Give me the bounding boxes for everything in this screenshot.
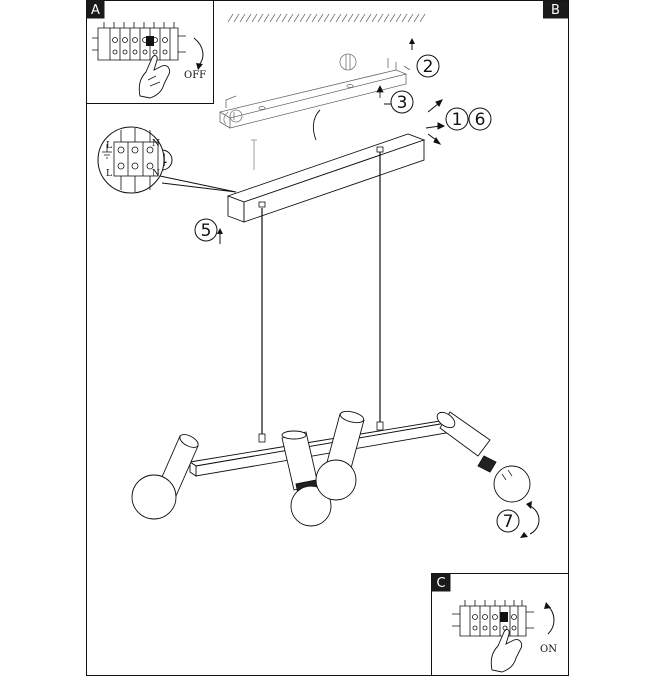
earth-symbol-icon	[102, 144, 112, 159]
step-6-marker: 6	[468, 107, 492, 131]
switch-toggle-on	[500, 612, 508, 622]
wiring-detail-callout: L N L N	[97, 126, 237, 194]
svg-text:3: 3	[397, 93, 408, 113]
page-frame	[86, 0, 569, 676]
step-1-marker: 1	[445, 107, 469, 131]
terminal-block-icon	[452, 600, 534, 637]
panel-a: A OFF	[86, 0, 214, 104]
terminal-block-icon	[92, 22, 186, 61]
switch-on-arrow-icon	[547, 605, 555, 635]
svg-text:5: 5	[201, 221, 212, 241]
spotlight-3	[315, 410, 365, 501]
terminal-label-n-bottom: N	[152, 169, 160, 179]
mounting-bracket	[218, 58, 411, 129]
spotlight-1	[131, 434, 199, 520]
panel-c-frame	[431, 573, 569, 676]
svg-text:7: 7	[503, 512, 514, 532]
push-up-arrow-icon	[217, 228, 223, 244]
svg-text:2: 2	[423, 57, 434, 77]
screw-arrow-icon	[376, 85, 392, 105]
panel-a-frame	[86, 0, 214, 104]
step-7-marker: 7	[496, 509, 520, 533]
switch-toggle-off	[146, 36, 154, 46]
panel-c: C ON	[431, 573, 569, 676]
step-5-marker: 5	[194, 218, 218, 242]
panel-a-letter: A	[91, 3, 100, 18]
hand-icon	[490, 629, 523, 673]
side-screw-arrows-icon	[425, 99, 446, 145]
terminal-label-n-top: N	[152, 139, 160, 149]
terminal-label-l-bottom: L	[106, 169, 112, 179]
spotlight-4	[436, 411, 531, 503]
panel-c-switch-label: ON	[540, 644, 557, 655]
panel-a-switch-label: OFF	[184, 70, 206, 81]
spotlight-2	[281, 430, 332, 527]
screw-anchor-icon	[223, 53, 357, 170]
svg-text:1: 1	[452, 110, 463, 130]
bulb-rotate-arrow-icon	[520, 501, 540, 538]
panel-b-header	[543, 0, 568, 19]
canopy-box	[226, 133, 426, 223]
step-3-marker: 3	[390, 90, 414, 114]
supply-cable	[312, 109, 321, 141]
panel-c-letter: C	[436, 576, 445, 591]
panel-c-header	[431, 573, 451, 592]
ceiling-hatch	[227, 13, 426, 23]
switch-off-arrow-icon	[193, 37, 204, 67]
svg-text:6: 6	[475, 110, 486, 130]
panel-b-letter: B	[551, 3, 560, 18]
lift-arrow-icon	[409, 38, 415, 50]
panel-a-header	[86, 0, 105, 19]
step-2-marker: 2	[416, 54, 440, 78]
terminal-label-l-top: L	[106, 141, 112, 151]
